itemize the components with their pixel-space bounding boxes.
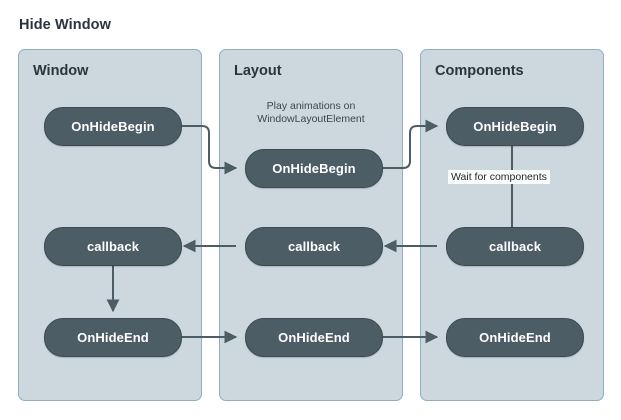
node-window-onhidebegin[interactable]: OnHideBegin: [44, 107, 182, 146]
node-label: OnHideBegin: [272, 161, 356, 176]
node-components-onhideend[interactable]: OnHideEnd: [446, 318, 584, 357]
node-layout-callback[interactable]: callback: [245, 227, 383, 266]
node-label: OnHideBegin: [473, 119, 557, 134]
node-label: callback: [287, 239, 341, 254]
node-label: callback: [86, 239, 140, 254]
swimlane-title-window: Window: [33, 63, 89, 79]
node-label: callback: [488, 239, 542, 254]
node-label: OnHideEnd: [479, 330, 551, 345]
page-title: Hide Window: [19, 17, 111, 33]
node-window-onhideend[interactable]: OnHideEnd: [44, 318, 182, 357]
node-components-onhidebegin[interactable]: OnHideBegin: [446, 107, 584, 146]
node-components-callback[interactable]: callback: [446, 227, 584, 266]
node-window-callback[interactable]: callback: [44, 227, 182, 266]
edge-label-wait-for-components: Wait for components: [448, 170, 550, 184]
node-layout-onhidebegin[interactable]: OnHideBegin: [245, 149, 383, 188]
node-label: OnHideEnd: [77, 330, 149, 345]
node-layout-onhideend[interactable]: OnHideEnd: [245, 318, 383, 357]
node-label: OnHideBegin: [71, 119, 155, 134]
swimlane-title-layout: Layout: [234, 63, 282, 79]
layout-note: Play animations on WindowLayoutElement: [257, 100, 365, 125]
swimlane-title-components: Components: [435, 63, 524, 79]
node-label: OnHideEnd: [278, 330, 350, 345]
